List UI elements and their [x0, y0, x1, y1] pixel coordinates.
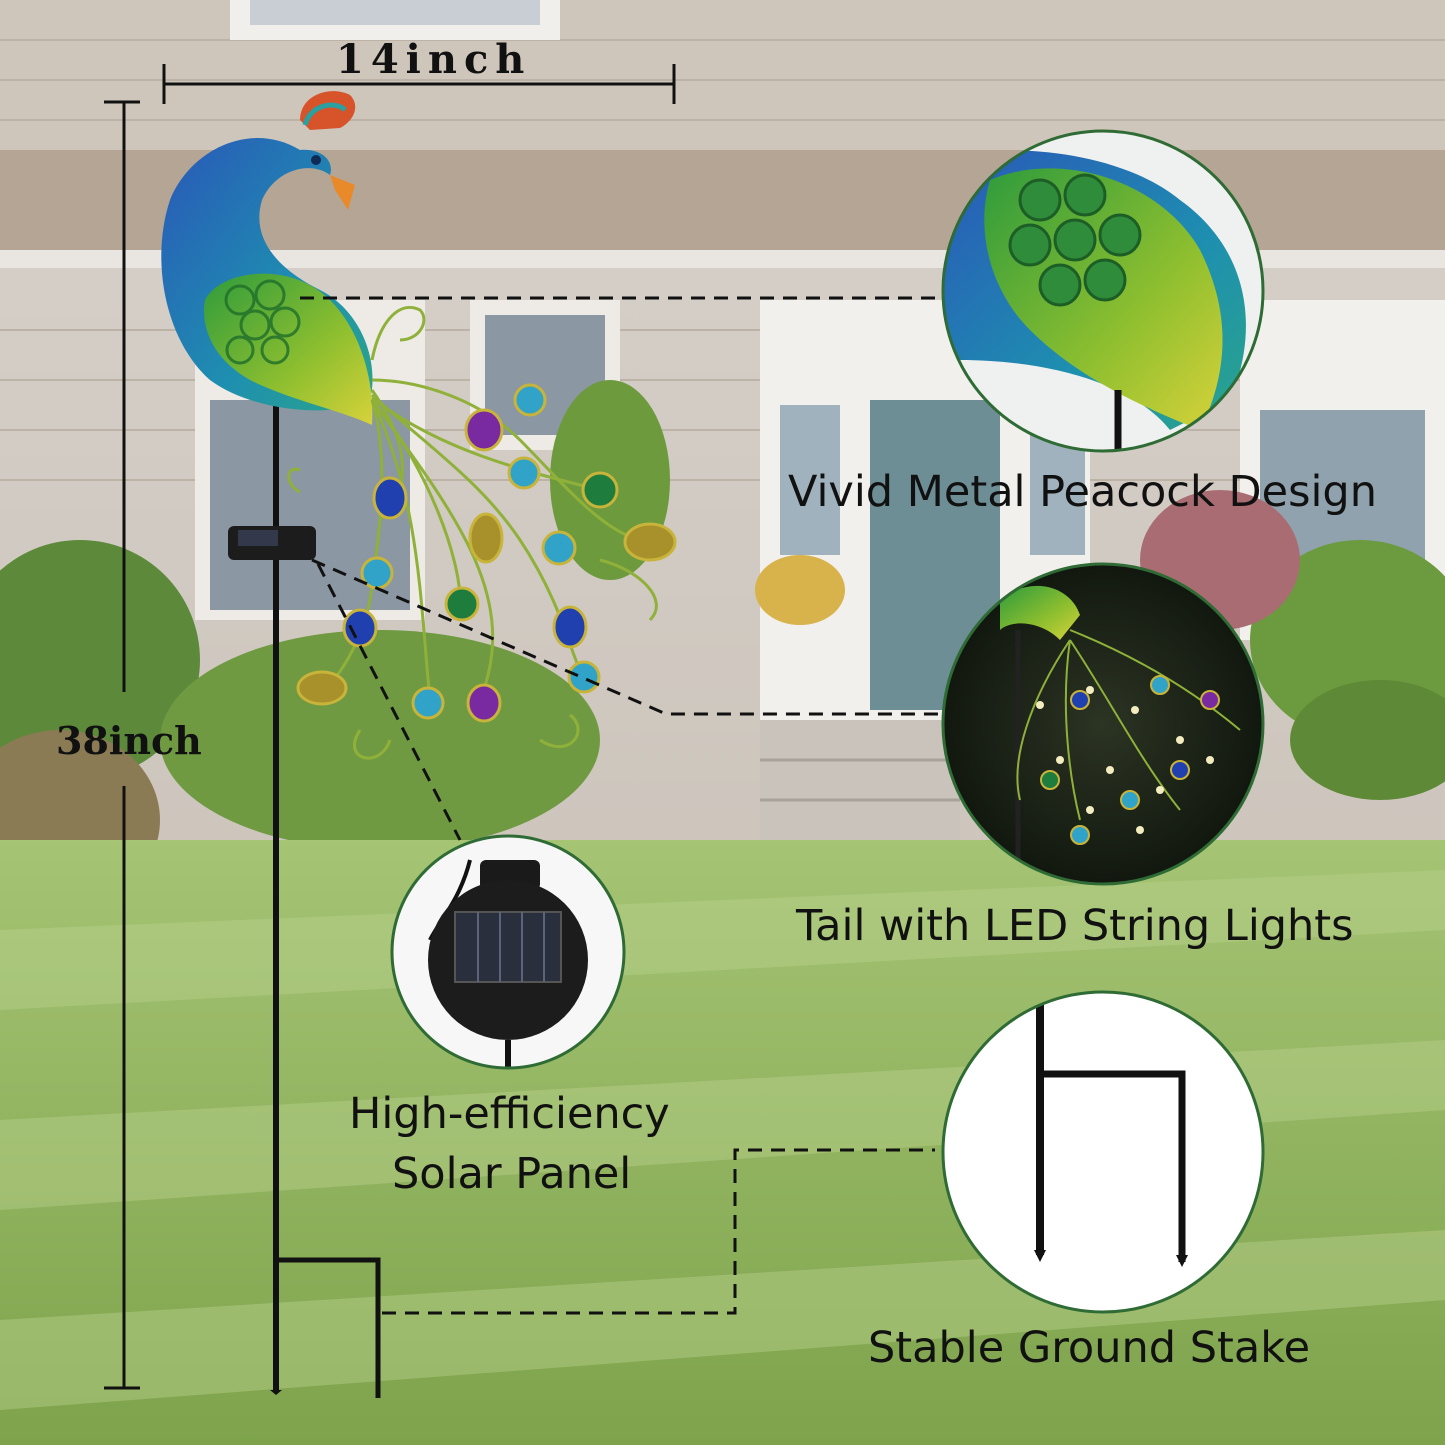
peacock-design-label: Vivid Metal Peacock Design — [788, 467, 1377, 517]
solar-panel-label-line2: Solar Panel — [392, 1149, 632, 1199]
peacock-stake — [270, 400, 381, 1398]
width-label: 14inch — [336, 36, 532, 83]
closeup-led-tail — [941, 562, 1265, 886]
tail-gems — [296, 383, 677, 723]
closeup-solar-panel — [390, 834, 626, 1070]
closeup-metal-peacock — [941, 129, 1265, 453]
closeup-ground-stake — [941, 990, 1265, 1314]
solar-panel-label-line1: High-efficiency — [349, 1089, 670, 1139]
height-label: 38inch — [56, 718, 202, 763]
width-dimension-line — [162, 64, 676, 104]
height-dimension-line — [104, 100, 140, 1390]
peacock-figure — [161, 91, 373, 425]
leader-lines — [300, 296, 940, 1315]
ground-stake-label: Stable Ground Stake — [868, 1323, 1311, 1373]
led-tail-label: Tail with LED String Lights — [796, 901, 1354, 951]
porch-steps — [760, 720, 960, 840]
